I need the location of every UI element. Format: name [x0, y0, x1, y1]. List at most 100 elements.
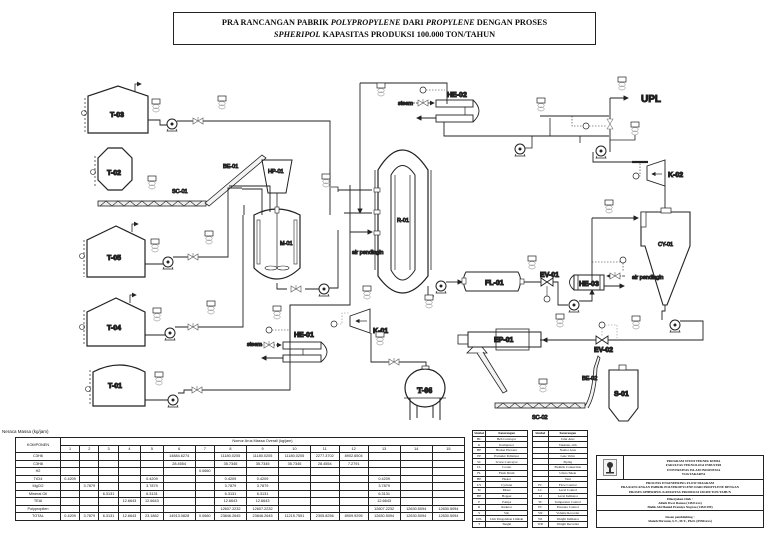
stream-number: 14	[399, 444, 433, 453]
mass-flow-cell	[338, 467, 369, 476]
mass-flow-cell	[309, 504, 340, 513]
heat-exchanger-he02: HE-02 steam	[398, 92, 480, 123]
label-he02: HE-02	[447, 92, 467, 99]
stream-number: 3	[98, 444, 119, 453]
title-line-1: PRA RANCANGAN PABRIK POLYPROPYLENE DARI …	[221, 18, 548, 27]
legend-description: Pompa	[485, 498, 528, 505]
legend-description: Hopper	[485, 492, 528, 500]
cyclone-cy01: CY-01	[640, 207, 691, 306]
mixer-m01: M-01	[253, 206, 301, 280]
component-name: C3H6	[15, 452, 61, 461]
mass-flow-cell: 23.1862	[140, 512, 164, 521]
heat-exchanger-he03: HE-03 air pendingin	[569, 274, 664, 291]
instrument-icon	[272, 305, 282, 320]
instrument-icon	[321, 173, 331, 188]
mass-flow-cell	[162, 489, 196, 498]
mass-flow-cell	[309, 497, 340, 506]
mass-flow-cell	[431, 452, 466, 461]
legend-description: Bucket Elevator	[485, 447, 528, 454]
mass-flow-cell: 11180.0205	[213, 452, 248, 461]
mass-flow-cell	[79, 504, 100, 513]
pump-icon	[514, 143, 526, 157]
legend-description: Belt Conveyor	[485, 435, 528, 443]
mass-flow-cell	[309, 489, 340, 498]
legend-description: Piping	[547, 458, 589, 466]
mass-flow-cell	[79, 467, 100, 476]
mass-flow-cell	[140, 452, 164, 461]
mass-flow-cell: 0.0660	[194, 512, 215, 521]
mass-flow-cell	[309, 474, 340, 483]
mass-flow-cell	[338, 497, 369, 506]
legend-description: Extruder Pelletizer	[485, 452, 528, 460]
label-cooling-water-1: air pendingin	[352, 250, 384, 256]
mass-flow-cell: 0.4209	[140, 474, 164, 483]
component-name: Mineral Oil	[15, 489, 61, 498]
legend-row: Nomor Arus	[532, 447, 589, 454]
mass-flow-cell	[431, 467, 466, 476]
mass-flow-cell	[194, 474, 215, 483]
legend-row: Vent	[532, 475, 589, 483]
legend-symbol: EP	[471, 452, 487, 460]
mass-flow-cell	[399, 452, 433, 461]
pump-icon	[164, 327, 176, 341]
stream-number: 11	[309, 444, 340, 453]
mass-flow-cell	[399, 497, 433, 506]
label-sc01: SC-01	[172, 189, 188, 195]
mass-flow-cell	[140, 459, 164, 468]
header-stream-group: Nomor Arus Massa Overall (kg/jam)	[60, 437, 465, 446]
legend-symbol: M	[471, 486, 487, 494]
mass-flow-cell	[338, 489, 369, 498]
pump-icon	[318, 283, 330, 297]
mass-flow-cell: 0.4209	[367, 474, 401, 483]
mass-flow-cell: 2277.3702	[309, 452, 340, 461]
mass-flow-cell	[117, 452, 142, 461]
tank-t04: T-04	[79, 292, 146, 347]
prepared-by: Dikerjakan Oleh : Alfath Dwsi Ramsa (145…	[597, 496, 763, 511]
mass-flow-cell	[98, 452, 119, 461]
instrument-icon	[151, 98, 161, 113]
legend-description: Level Control	[547, 486, 589, 494]
mass-flow-cell	[278, 497, 311, 506]
mass-flow-cell: 3.7879	[246, 482, 280, 491]
screw-conveyor-sc02: SC-02	[494, 402, 586, 422]
mass-flow-cell	[98, 467, 119, 476]
legend-description: Temperatur Control	[547, 498, 589, 505]
legend-header-symbol: Simbol	[471, 430, 487, 437]
stream-number: 7	[194, 444, 215, 453]
valve-icon	[263, 340, 275, 349]
valve-icon	[187, 252, 199, 261]
mass-flow-cell: 0.4209	[59, 512, 81, 521]
component-name: H2	[15, 467, 61, 476]
instrument-icon	[604, 199, 614, 214]
mass-flow-cell	[79, 459, 100, 468]
mass-flow-cell: 0.4209	[213, 474, 248, 483]
label-t03: T-03	[110, 112, 124, 119]
mass-flow-cell	[309, 467, 340, 476]
instrument-icon	[617, 76, 627, 91]
legend-description: Vent	[547, 475, 589, 483]
instrument-icon	[376, 82, 386, 97]
mass-flow-cell	[399, 489, 433, 498]
pump-icon	[595, 145, 607, 159]
label-he01: HE-01	[294, 332, 314, 339]
label-t02: T-02	[107, 170, 121, 177]
mass-flow-cell	[98, 459, 119, 468]
mass-flow-cell: 6.3131	[98, 489, 119, 498]
legend-description: Cyclone	[485, 481, 528, 488]
valve-icon	[191, 385, 203, 394]
